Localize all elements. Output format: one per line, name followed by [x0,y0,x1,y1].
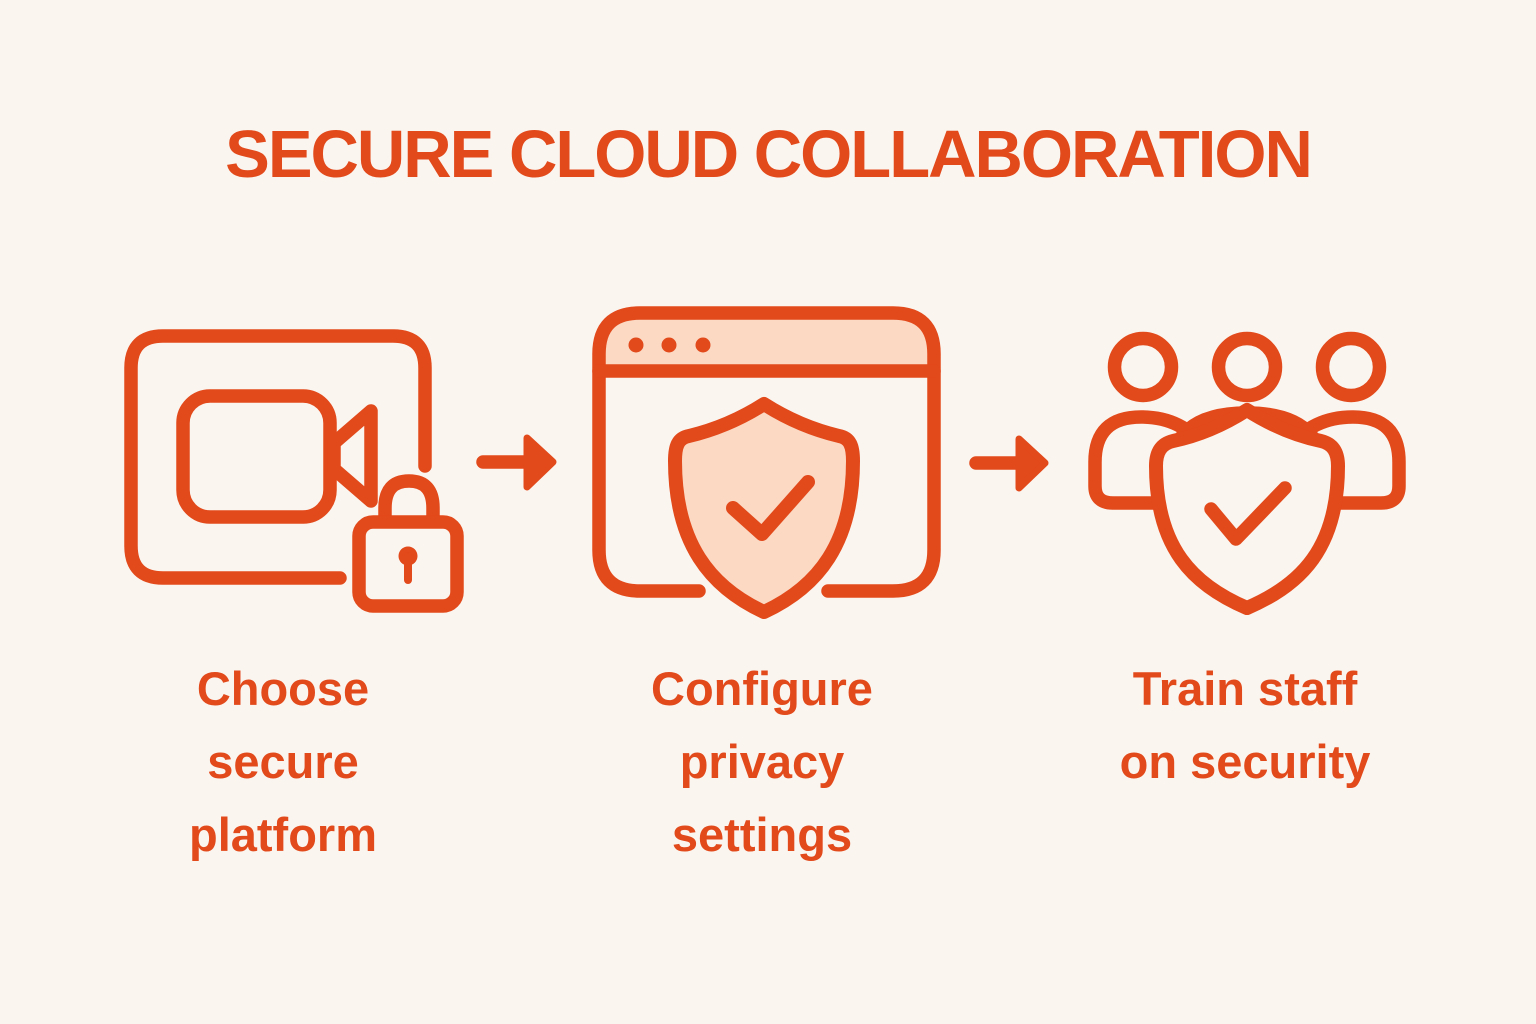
step-caption-configure-privacy: Configure privacy settings [651,662,873,861]
arrow-right-icon [969,435,1049,492]
step-caption-train-staff: Train staff on security [1119,662,1371,788]
arrow-right-icon [476,434,557,491]
browser-shield-check-icon [592,306,941,619]
team-shield-check-icon [1088,331,1406,615]
page-title: SECURE CLOUD COLLABORATION [225,117,1313,192]
video-call-lock-icon [124,329,464,613]
step-caption-choose-platform: Choose secure platform [189,662,377,861]
